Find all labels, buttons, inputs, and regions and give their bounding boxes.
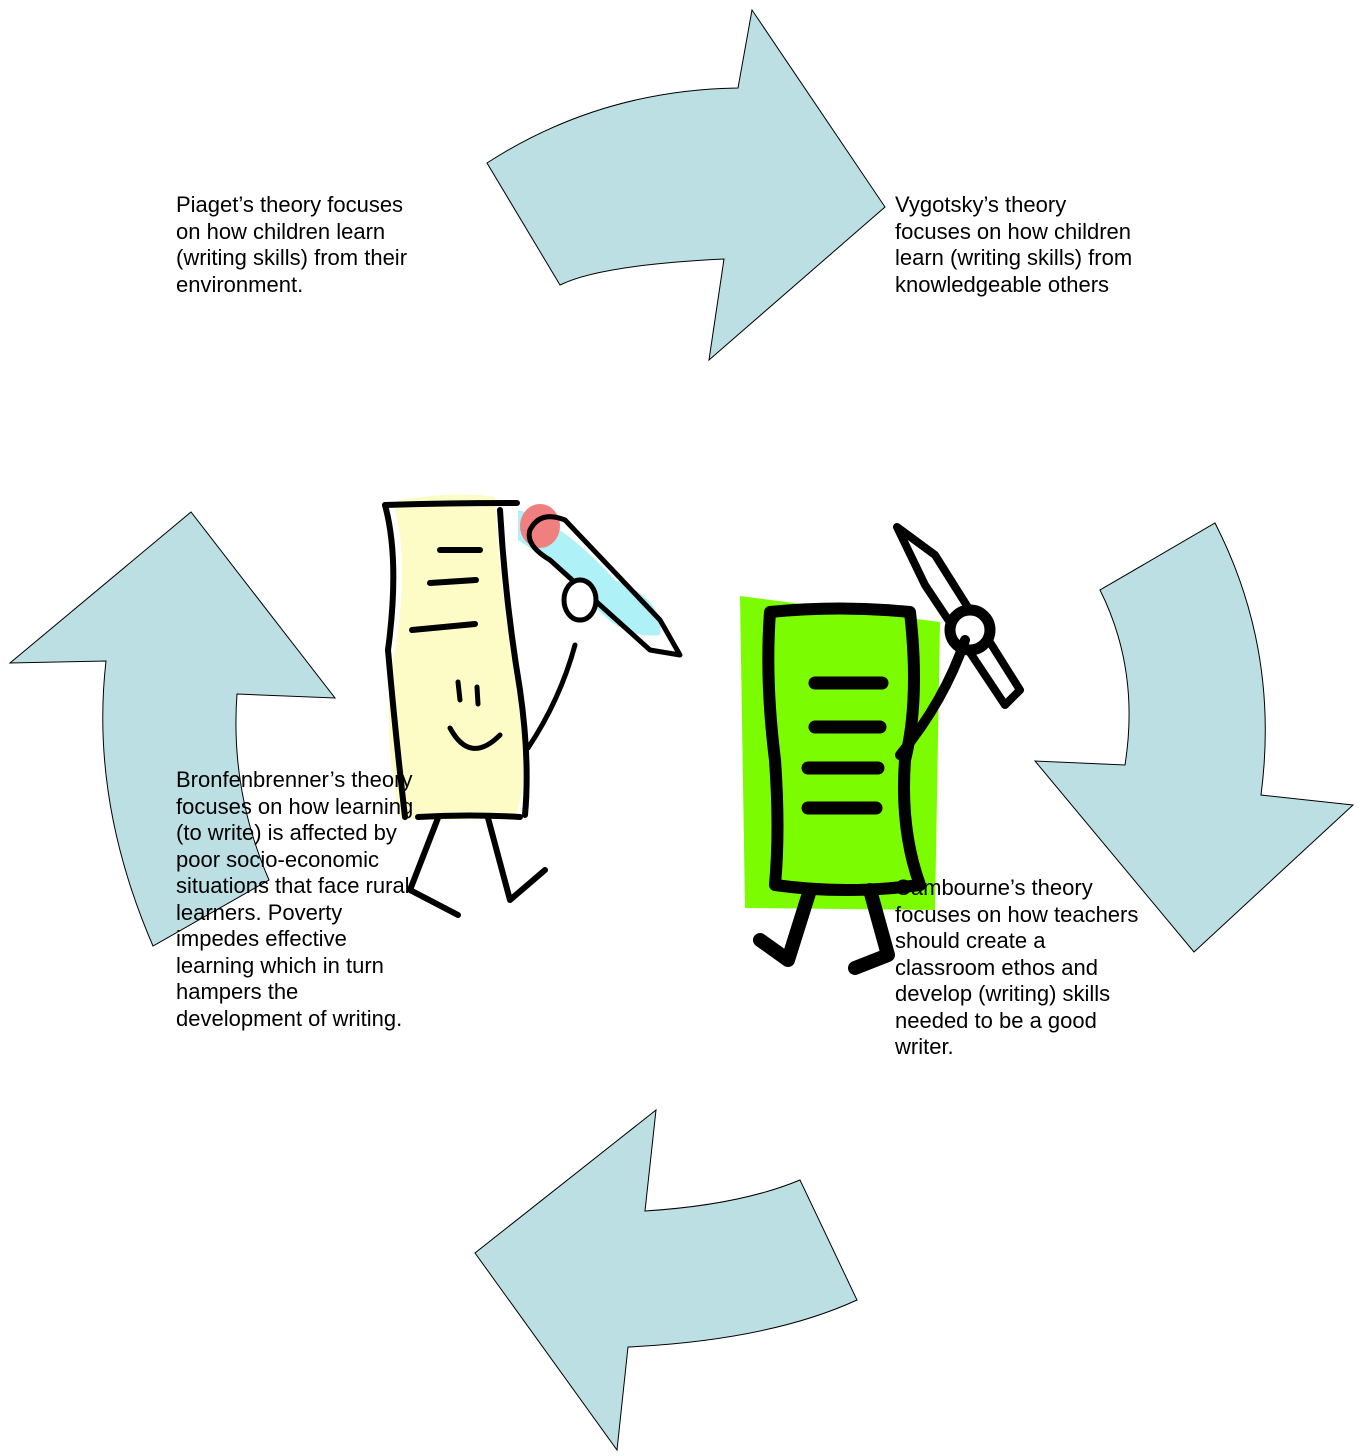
cambourne-theory-text: Cambourne’s theory focuses on how teache… <box>895 875 1215 1061</box>
cycle-arrow-bottom <box>475 1110 857 1450</box>
piaget-theory-text: Piaget’s theory focuses on how children … <box>176 192 476 298</box>
cycle-arrow-top <box>487 10 885 360</box>
vygotsky-theory-text: Vygotsky’s theory focuses on how childre… <box>895 192 1215 298</box>
bronfenbrenner-theory-text: Bronfenbrenner’s theory focuses on how l… <box>176 767 476 1032</box>
